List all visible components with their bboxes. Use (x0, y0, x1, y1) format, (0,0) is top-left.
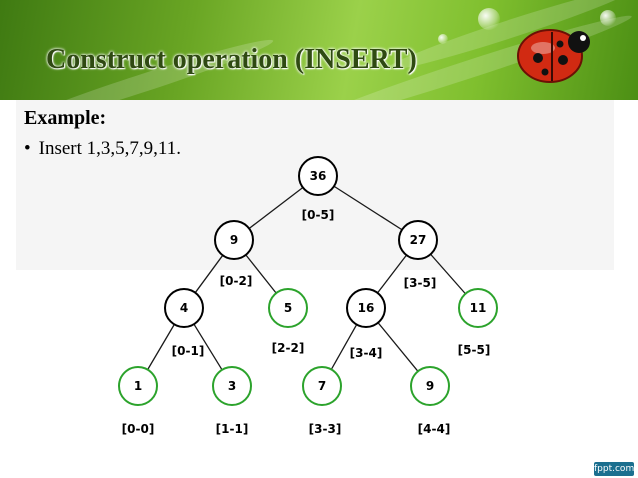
tree-node-root: 36 (298, 156, 338, 196)
watermark-badge: fppt.com (594, 462, 635, 476)
tree-node-n1: 1 (118, 366, 158, 406)
tree-edge (333, 185, 403, 231)
tree-node-n27: 27 (398, 220, 438, 260)
bullet-text: Insert 1,3,5,7,9,11. (38, 138, 181, 159)
node-circle (214, 220, 254, 260)
tree-node-n5: 5 (268, 288, 308, 328)
node-range-label: [3-4] (350, 346, 383, 360)
node-range-label: [0-0] (122, 422, 155, 436)
node-range-label: [0-5] (302, 208, 335, 222)
tree-edge (377, 322, 419, 372)
title-banner: Construct operation (INSERT) (0, 0, 638, 100)
node-value: 3 (228, 379, 236, 393)
tree-range-labels: [0-5] [0-2] [3-5] [0-1] [2-2] [3-4] [5-5] [0-0]… (122, 208, 491, 436)
tree-edges (147, 185, 466, 372)
node-value: 5 (284, 301, 292, 315)
node-range-label: [1-1] (216, 422, 249, 436)
tree-node-n9b: 9 (410, 366, 450, 406)
node-circle (346, 288, 386, 328)
tree-edge (248, 186, 304, 230)
node-circle (164, 288, 204, 328)
node-value: 36 (310, 169, 327, 183)
tree-node-n9: 9 (214, 220, 254, 260)
node-circle (410, 366, 450, 406)
node-circle (212, 366, 252, 406)
node-value: 16 (358, 301, 375, 315)
water-drop-icon (438, 34, 448, 44)
node-circle (398, 220, 438, 260)
water-drop-icon (478, 8, 500, 30)
tree-edge (147, 324, 175, 370)
node-value: 9 (230, 233, 238, 247)
node-value: 4 (180, 301, 188, 315)
node-value: 1 (134, 379, 142, 393)
node-value: 11 (470, 301, 487, 315)
tree-edge (330, 324, 358, 370)
tree-node-n3: 3 (212, 366, 252, 406)
node-range-label: [0-1] (172, 344, 205, 358)
tree-edge (193, 323, 223, 371)
tree-node-n7: 7 (302, 366, 342, 406)
node-value: 9 (426, 379, 434, 393)
node-circle (268, 288, 308, 328)
example-heading: Example: (24, 107, 107, 129)
node-value: 27 (410, 233, 427, 247)
node-range-label: [5-5] (458, 343, 491, 357)
tree-node-n11: 11 (458, 288, 498, 328)
slide-title: Construct operation (INSERT) (46, 44, 417, 75)
tree-edge (430, 253, 466, 295)
node-range-label: [4-4] (418, 422, 451, 436)
ladybug-icon (517, 29, 590, 83)
node-range-label: [0-2] (220, 274, 253, 288)
bullet-item: • Insert 1,3,5,7,9,11. (24, 138, 181, 160)
tree-node-n4: 4 (164, 288, 204, 328)
node-circle (302, 366, 342, 406)
node-circle (298, 156, 338, 196)
tree-edge (194, 254, 224, 294)
node-range-label: [3-5] (404, 276, 437, 290)
tree-edge (245, 254, 277, 294)
node-circle (458, 288, 498, 328)
node-range-label: [2-2] (272, 341, 305, 355)
node-range-label: [3-3] (309, 422, 342, 436)
tree-node-n16: 16 (346, 288, 386, 328)
tree-edge (377, 254, 407, 294)
node-circle (118, 366, 158, 406)
water-drop-icon (600, 10, 616, 26)
bullet-dot-icon: • (24, 138, 31, 159)
node-value: 7 (318, 379, 326, 393)
